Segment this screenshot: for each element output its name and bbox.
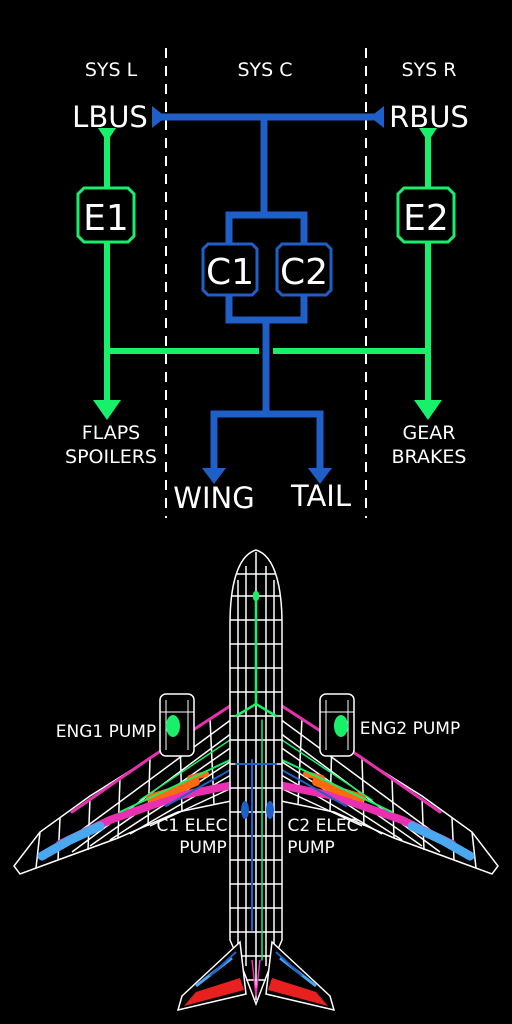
gear-label: GEAR	[403, 422, 456, 444]
sys-c-label: SYS C	[237, 59, 292, 81]
tail-label: TAIL	[290, 479, 351, 513]
engine-right	[320, 694, 354, 756]
rbus-arrow	[370, 106, 384, 128]
svg-text:E2: E2	[403, 198, 449, 239]
eng1-pump-label: ENG1 PUMP	[56, 722, 156, 742]
eng1-pump-indicator	[166, 715, 180, 737]
sys-r-label: SYS R	[402, 59, 457, 81]
e1-pump-box: E1	[78, 188, 134, 242]
aircraft-wireframe	[14, 550, 498, 1010]
lbus-tap-arrow	[98, 128, 116, 142]
e2-pump-box: E2	[398, 188, 454, 242]
engine-left	[160, 694, 194, 756]
eng2-pump-label: ENG2 PUMP	[360, 719, 460, 739]
wing-label: WING	[173, 481, 254, 515]
flaps-arrow	[93, 400, 121, 420]
spoilers-label: SPOILERS	[65, 446, 157, 468]
brakes-label: BRAKES	[392, 446, 467, 468]
c1-pump-box: C1	[203, 244, 257, 295]
system-c-lines	[160, 117, 376, 472]
c2-elec-pump-indicator	[266, 801, 274, 819]
c2-elec-pump-label-line1: C2 ELEC	[288, 816, 359, 836]
sys-l-label: SYS L	[85, 59, 138, 81]
lbus-arrow	[152, 106, 166, 128]
c1-elec-pump-label-line1: C1 ELEC	[157, 816, 228, 836]
eng2-pump-indicator	[334, 715, 348, 737]
c1-elec-pump-indicator	[241, 801, 249, 819]
flaps-label: FLAPS	[82, 422, 140, 444]
svg-text:C1: C1	[206, 252, 254, 293]
c2-elec-pump-label-line2: PUMP	[287, 838, 335, 858]
svg-text:E1: E1	[83, 198, 129, 239]
rbus-tap-arrow	[419, 128, 437, 142]
gear-arrow	[414, 400, 442, 420]
c1-elec-pump-label-line2: PUMP	[179, 838, 227, 858]
c2-pump-box: C2	[277, 244, 331, 295]
svg-text:C2: C2	[280, 252, 328, 293]
